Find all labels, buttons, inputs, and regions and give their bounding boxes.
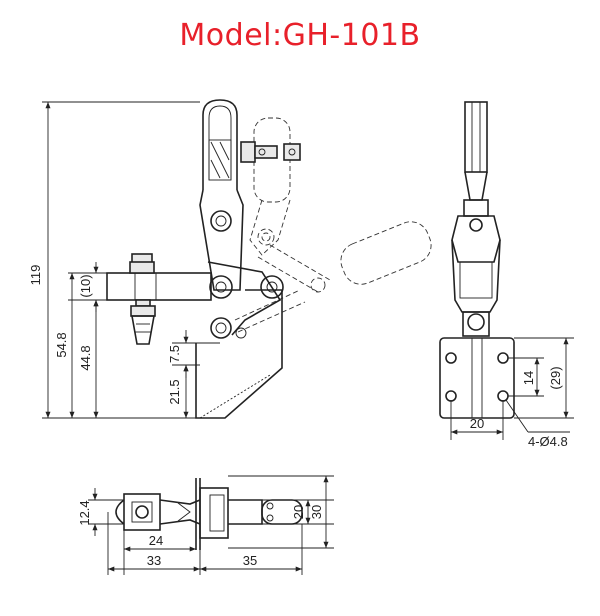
dim-base-step: 7.5 <box>167 345 182 363</box>
front-dimensions <box>42 101 200 419</box>
base-plate <box>195 289 283 419</box>
dim-len-35: 35 <box>243 553 257 568</box>
dim-handle-width: 12.4 <box>77 500 92 525</box>
dim-overall-height: 119 <box>28 265 43 286</box>
top-view: 12.4 24 33 35 20 30 <box>77 475 334 575</box>
dim-len-24: 24 <box>149 533 163 548</box>
dim-base-width: 20 <box>470 416 484 431</box>
dim-base-total: (29) <box>548 366 563 389</box>
model-title: Model:GH-101B <box>179 18 421 53</box>
clamp-bar <box>106 272 212 301</box>
dim-arm-height-1: 54.8 <box>54 332 69 357</box>
dim-arm-height-2: 44.8 <box>78 345 93 370</box>
dim-width-20: 20 <box>291 505 306 519</box>
dim-base-height: 21.5 <box>167 379 182 404</box>
linkage <box>207 210 284 339</box>
spindle <box>129 253 156 345</box>
handle <box>199 99 301 291</box>
front-view: 119 (10) 54.8 44.8 7.5 21.5 <box>28 99 432 419</box>
dim-holes: 4-Ø4.8 <box>528 434 568 449</box>
dim-hole-spacing-v: 14 <box>521 371 536 385</box>
dim-bolt-offset: (10) <box>78 274 93 297</box>
side-view: 14 (29) 20 4-Ø4.8 <box>439 101 574 449</box>
dim-width-30: 30 <box>309 505 324 519</box>
dim-len-33: 33 <box>147 553 161 568</box>
